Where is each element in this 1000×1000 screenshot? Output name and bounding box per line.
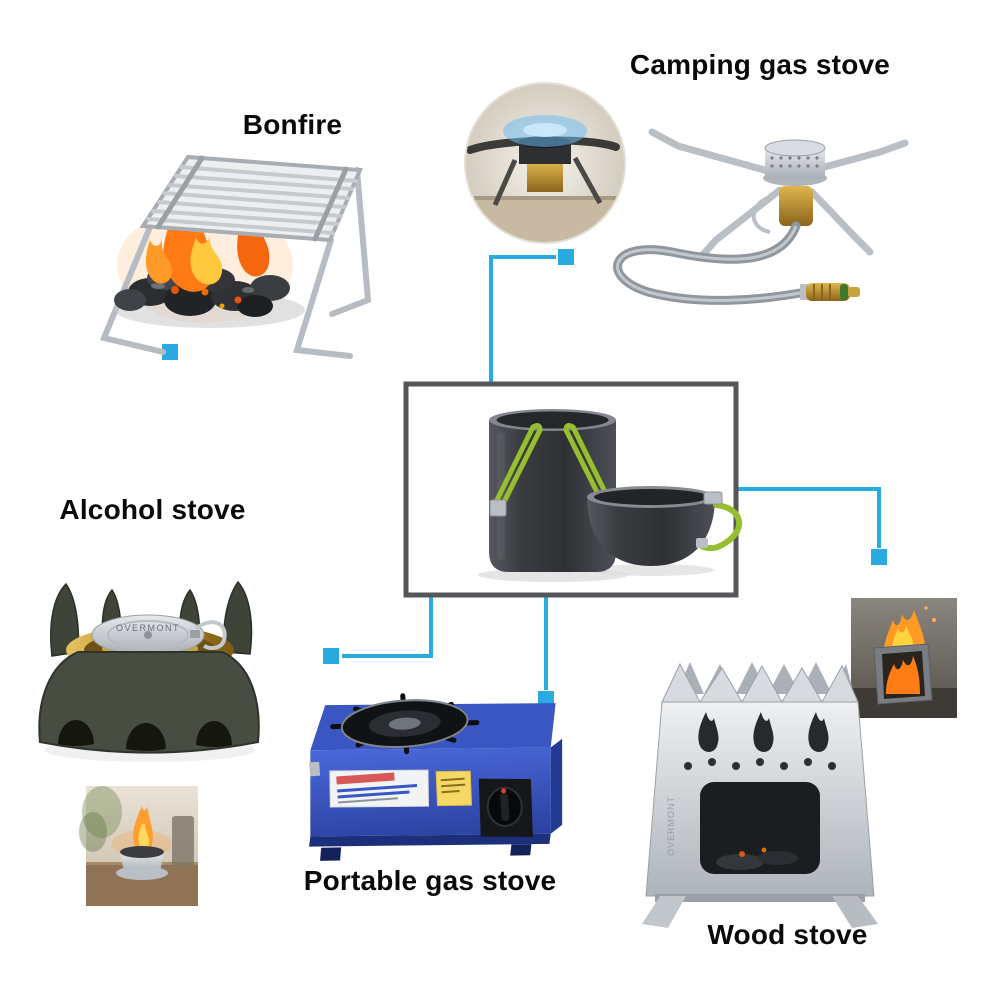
vent-holes bbox=[684, 758, 836, 770]
front-label-sticker bbox=[329, 769, 430, 808]
stove-lid: OVERMONT bbox=[91, 614, 227, 656]
alcohol-stove-illustration: OVERMONT bbox=[38, 580, 260, 762]
wood-stove-photo bbox=[851, 598, 957, 718]
camping-gas-stove-label: Camping gas stove bbox=[629, 49, 891, 80]
connector-line-alcohol-stove bbox=[342, 595, 433, 658]
wood-stove-label: Wood stove bbox=[707, 919, 868, 950]
cooking-bowl bbox=[587, 486, 742, 566]
alcohol-stove-photo bbox=[79, 786, 198, 906]
bonfire-label: Bonfire bbox=[242, 109, 343, 140]
lid-handle bbox=[194, 620, 227, 650]
canister-fitting bbox=[800, 283, 860, 301]
burner-holes bbox=[770, 156, 819, 168]
connector-lines bbox=[342, 255, 881, 690]
pot-support-crown bbox=[661, 662, 859, 704]
gas-stove-inset-photo bbox=[464, 82, 626, 244]
stove-burner bbox=[330, 693, 480, 755]
gas-valve bbox=[779, 186, 813, 226]
warning-sticker bbox=[435, 770, 473, 807]
portable-gas-stove-illustration bbox=[309, 693, 563, 861]
left-foot bbox=[642, 896, 686, 928]
connector-line-camping-gas bbox=[489, 255, 556, 384]
connector-node-camping-gas bbox=[558, 249, 574, 265]
inset-photo-border bbox=[464, 82, 626, 244]
grill-rack bbox=[139, 154, 363, 243]
brand-text-panel: OVERMONT bbox=[666, 796, 676, 856]
gas-hose bbox=[613, 221, 811, 305]
gas-stove-body bbox=[613, 128, 909, 305]
connector-node-wood-stove bbox=[871, 549, 887, 565]
portable-gas-stove-label: Portable gas stove bbox=[303, 865, 557, 896]
brand-text-lid: OVERMONT bbox=[116, 623, 180, 633]
alcohol-stove-label: Alcohol stove bbox=[59, 494, 246, 525]
bonfire-illustration bbox=[99, 154, 372, 359]
base-bar bbox=[655, 894, 865, 902]
connector-line-wood-stove bbox=[736, 487, 881, 548]
connector-nodes bbox=[162, 249, 887, 707]
connector-node-portable-gas bbox=[538, 691, 554, 707]
grill-legs bbox=[99, 167, 372, 359]
base-arch-cutouts bbox=[58, 720, 232, 751]
control-knob bbox=[478, 778, 533, 837]
firebox-opening bbox=[700, 782, 820, 874]
connector-node-bonfire bbox=[162, 344, 178, 360]
flame-cutouts bbox=[698, 712, 829, 752]
camping-gas-stove-illustration bbox=[464, 82, 909, 305]
connector-node-alcohol-stove bbox=[323, 648, 339, 664]
wood-stove-illustration: OVERMONT bbox=[642, 662, 878, 928]
center-cookware-box bbox=[403, 381, 742, 598]
right-foot bbox=[832, 896, 878, 928]
cooking-pot bbox=[489, 409, 617, 572]
